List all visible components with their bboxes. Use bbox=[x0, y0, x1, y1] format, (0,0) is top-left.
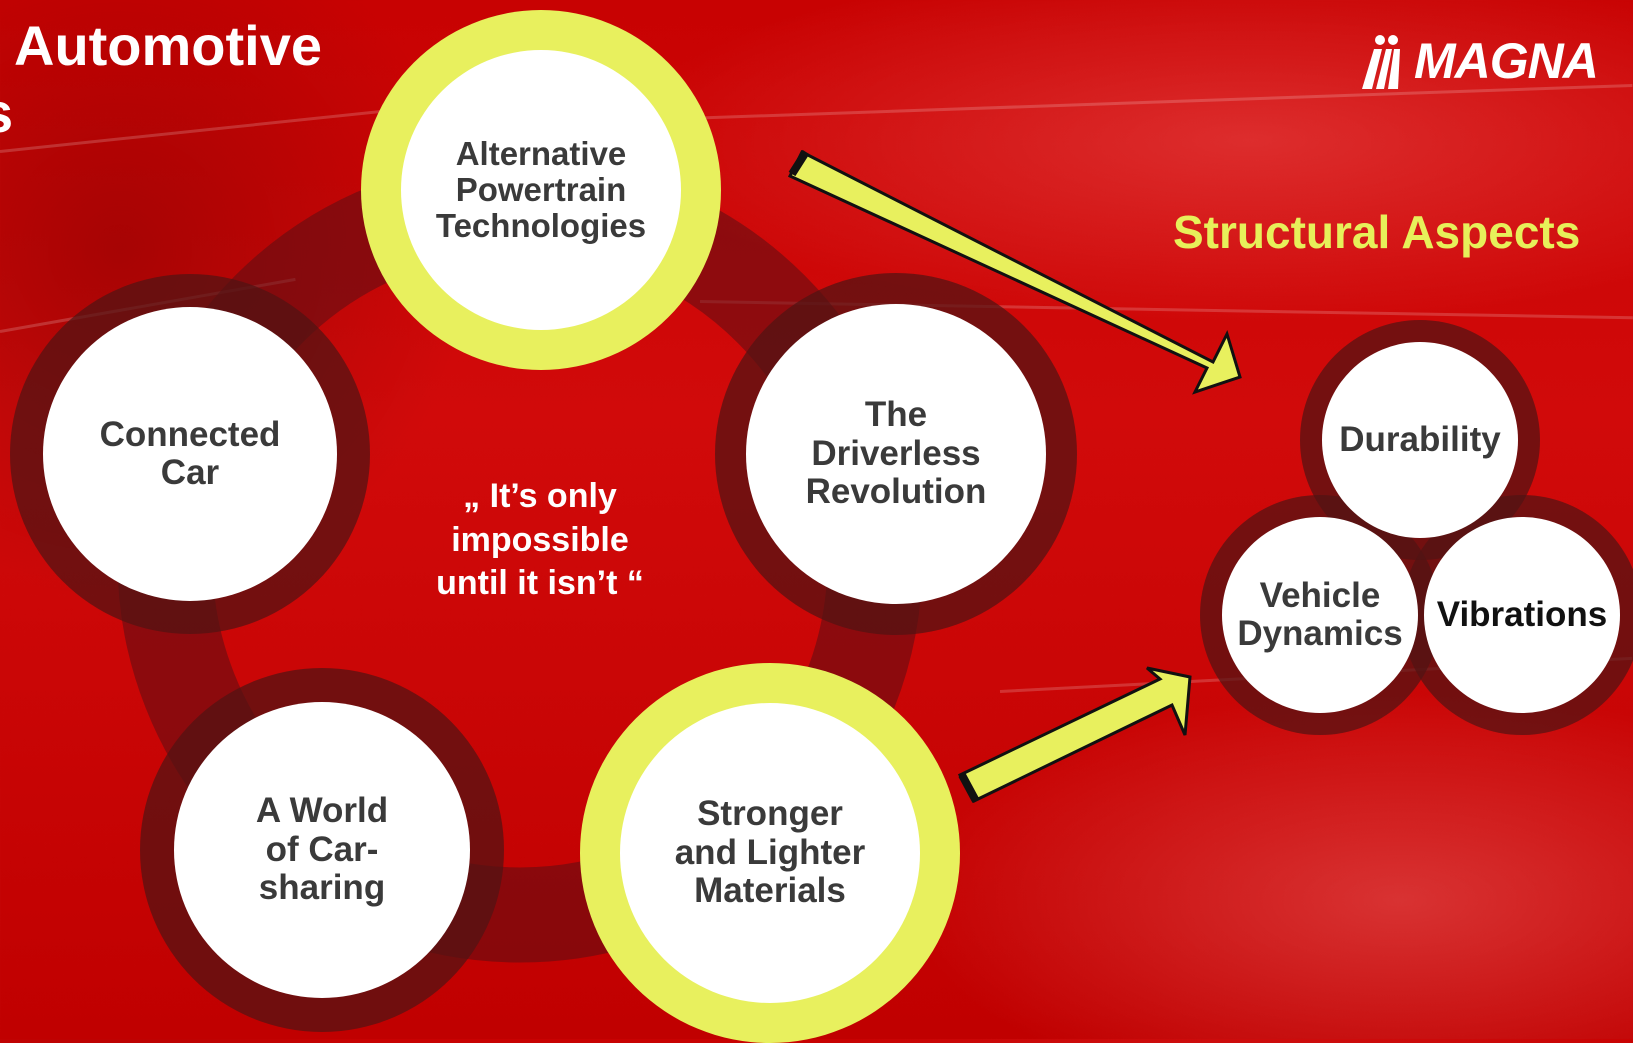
center-quote: „ It’s only impossible until it isn’t “ bbox=[436, 477, 644, 603]
trend-label: Alternative Powertrain Technologies bbox=[435, 134, 647, 245]
arrow-to-structural-aspects-lower bbox=[957, 666, 1192, 803]
slide-title: Automotive bbox=[14, 14, 322, 77]
magna-figures-icon bbox=[1362, 35, 1400, 89]
trend-label: Connected Car bbox=[99, 414, 281, 492]
trend-driverless-revolution: The Driverless Revolution bbox=[746, 304, 1046, 604]
trend-car-sharing: A World of Car- sharing bbox=[174, 702, 470, 998]
magna-logo: MAGNA bbox=[1360, 28, 1599, 94]
aspect-vehicle-dynamics: Vehicle Dynamics bbox=[1222, 517, 1418, 713]
aspect-label: Vehicle Dynamics bbox=[1237, 575, 1403, 653]
arrow-to-structural-aspects-upper bbox=[787, 149, 1242, 395]
aspect-label: Vibrations bbox=[1436, 594, 1608, 634]
slide-title-fragment: s bbox=[0, 80, 13, 145]
aspect-vibrations: Vibrations bbox=[1424, 517, 1620, 713]
trend-label: Stronger and Lighter Materials bbox=[674, 794, 866, 911]
trend-label: A World of Car- sharing bbox=[255, 791, 389, 908]
aspect-durability: Durability bbox=[1322, 342, 1518, 538]
trend-ring-car-sharing: A World of Car- sharing bbox=[140, 668, 504, 1032]
trend-connected-car: Connected Car bbox=[43, 307, 337, 601]
trend-ring-driverless: The Driverless Revolution bbox=[715, 273, 1077, 635]
aspect-label: Durability bbox=[1339, 419, 1501, 459]
trend-ring-connected-car: Connected Car bbox=[10, 274, 370, 634]
trend-ring-alternative-powertrain: Alternative Powertrain Technologies bbox=[361, 10, 721, 370]
trend-ring-materials: Stronger and Lighter Materials bbox=[580, 663, 960, 1043]
logo-text: MAGNA bbox=[1414, 33, 1599, 89]
trend-stronger-lighter-materials: Stronger and Lighter Materials bbox=[620, 703, 920, 1003]
trend-label: The Driverless Revolution bbox=[805, 395, 987, 512]
trend-alternative-powertrain: Alternative Powertrain Technologies bbox=[401, 50, 681, 330]
section-title: Structural Aspects bbox=[1173, 206, 1581, 258]
